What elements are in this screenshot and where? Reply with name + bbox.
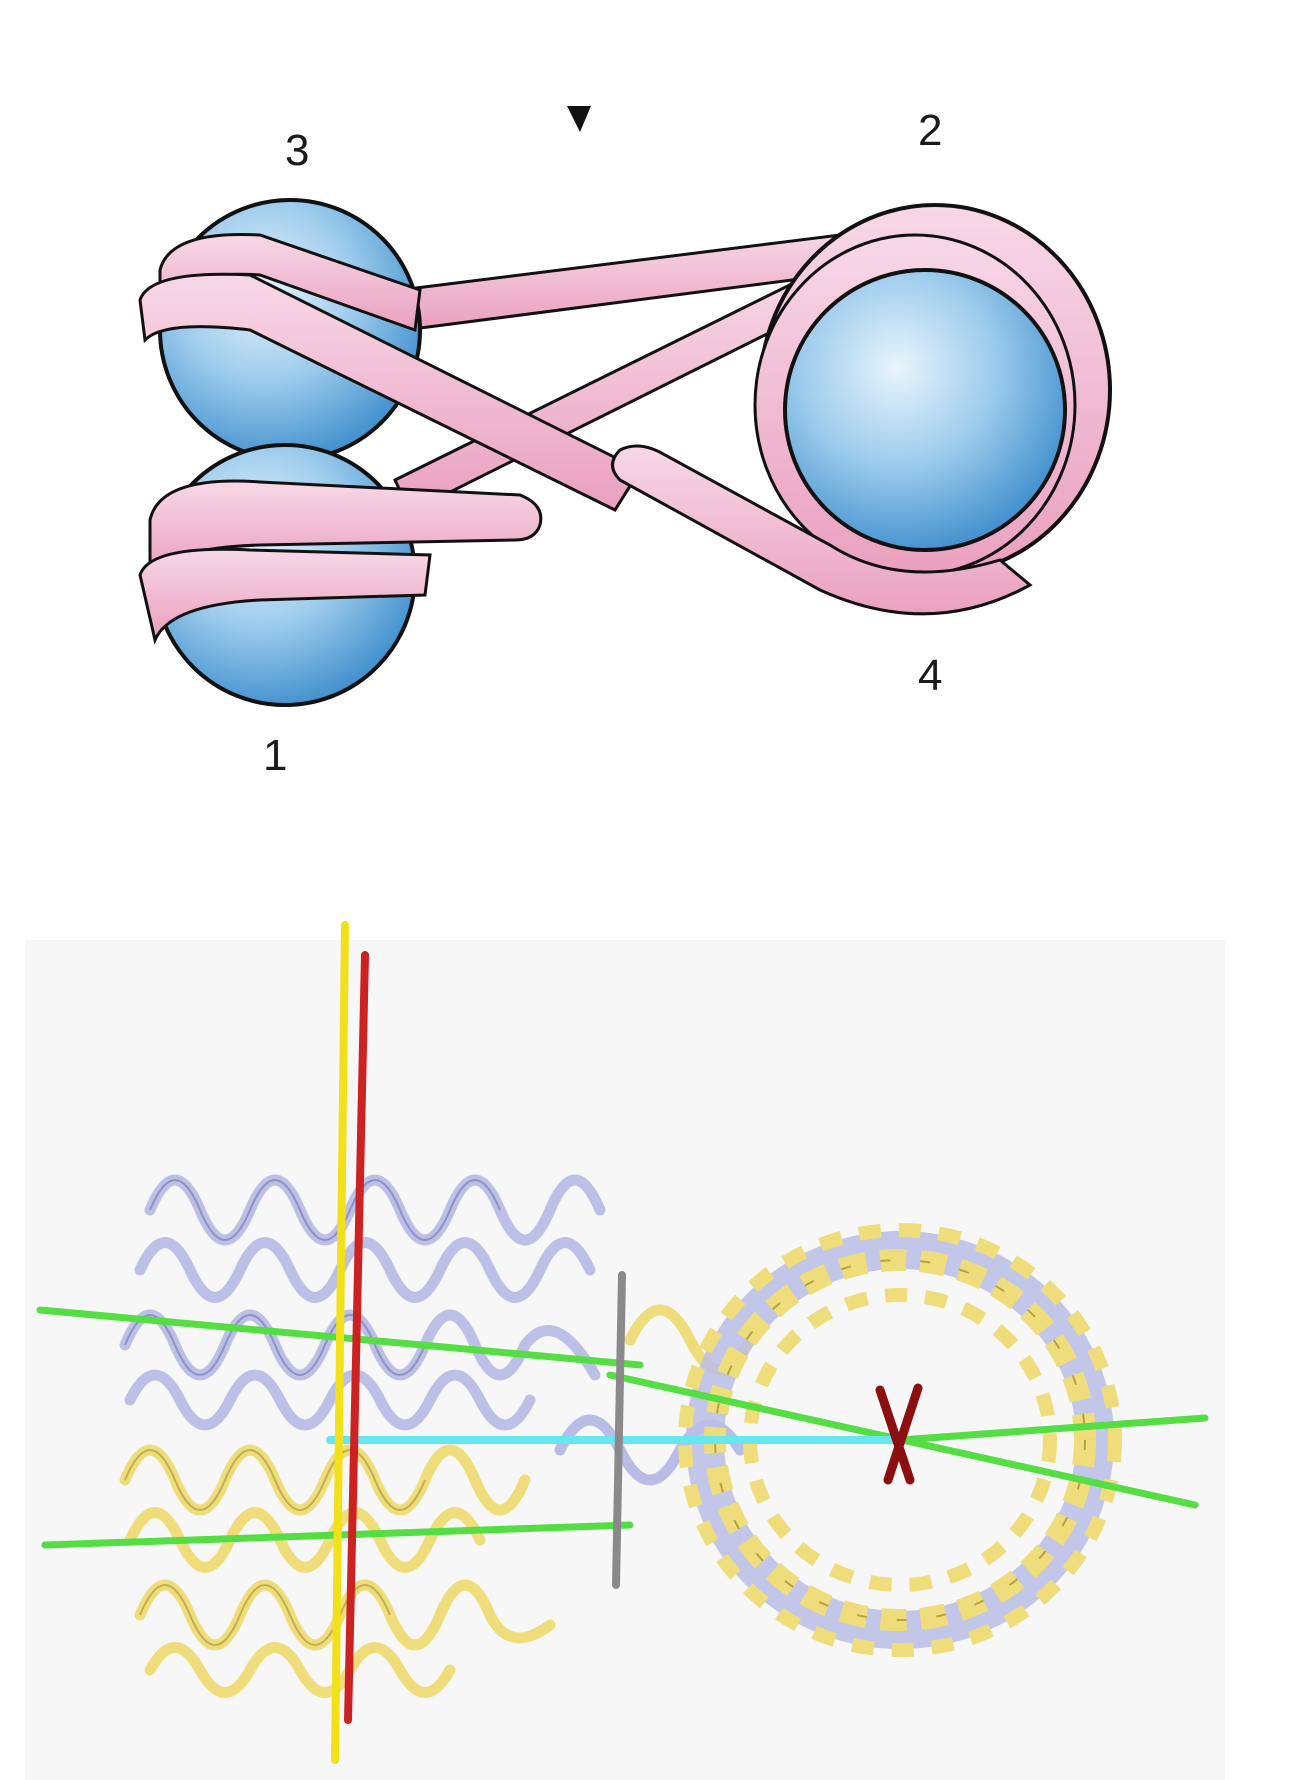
- label-3: 3: [285, 126, 309, 175]
- molecular-model-view: [0, 800, 1310, 1780]
- nucleosome-1: [140, 445, 541, 705]
- label-1: 1: [263, 731, 287, 780]
- arrowhead-marker: [567, 106, 591, 132]
- model-background: [25, 940, 1225, 1780]
- nucleosome-schematic: 3 2 4 1: [0, 0, 1310, 800]
- label-2: 2: [918, 106, 942, 155]
- label-4: 4: [918, 651, 942, 700]
